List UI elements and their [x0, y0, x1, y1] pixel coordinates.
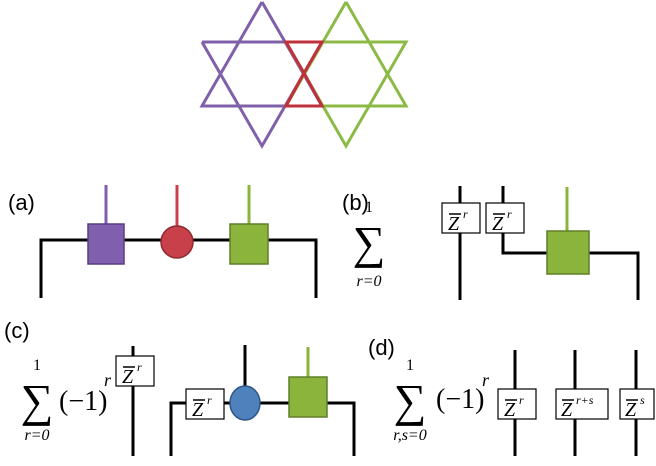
- sum-upper-d: 1: [406, 357, 414, 374]
- purple-tensor: [87, 223, 125, 265]
- z-d1-exp: r: [519, 393, 524, 407]
- purple-triangles: [199, 1, 325, 108]
- sum-lower-b: r=0: [356, 273, 381, 290]
- sum-upper-c: 1: [33, 357, 41, 374]
- green-tensor-b: [546, 230, 590, 275]
- z-b1: Z: [448, 213, 460, 235]
- z-b1-exp: r: [463, 207, 468, 221]
- sign-exp-d: r: [482, 370, 490, 390]
- panel-c: (c) 1 ∑ r=0 (−1) r Z r Z r: [4, 318, 356, 456]
- z-b2: Z: [492, 213, 504, 235]
- z-box-b1: [441, 202, 481, 234]
- star-figure: [199, 1, 409, 150]
- panel-a-label: (a): [8, 190, 35, 215]
- z-b2-exp: r: [507, 207, 512, 221]
- z-box-b2: [485, 202, 525, 234]
- sum-symbol-d: ∑: [394, 375, 427, 426]
- red-overlap-hexagon: [283, 40, 325, 108]
- z-d2: Z: [561, 399, 573, 421]
- panel-c-right-wire: [169, 401, 356, 456]
- z-box-d2: [555, 388, 609, 420]
- purple-triangle-down: [200, 40, 325, 150]
- z-d3: Z: [625, 399, 637, 421]
- blue-tensor: [229, 385, 261, 421]
- sign-factor-d: (−1): [436, 384, 484, 415]
- panel-d: (d) 1 ∑ r,s=0 (−1) r Z r Z r+s Z s: [368, 335, 655, 456]
- z-box-c1: [115, 355, 155, 387]
- z-c1-exp: r: [137, 360, 142, 374]
- sum-symbol-c: ∑: [21, 375, 54, 426]
- sign-exp-c: r: [104, 370, 112, 390]
- red-tensor: [160, 225, 194, 259]
- green-triangle-down: [284, 40, 409, 150]
- sign-factor-c: (−1): [59, 386, 107, 417]
- z-c1: Z: [122, 366, 134, 388]
- z-c2-exp: r: [207, 393, 212, 407]
- z-box-c2: [185, 388, 225, 420]
- green-tensor-c: [288, 376, 328, 418]
- panel-d-label: (d): [368, 335, 395, 360]
- panel-b-label: (b): [342, 190, 369, 215]
- z-d3-exp: s: [640, 393, 645, 407]
- sum-lower-c: r=0: [24, 427, 49, 444]
- sum-symbol-b: ∑: [353, 217, 386, 268]
- panel-a: (a): [8, 185, 318, 298]
- sum-lower-d: r,s=0: [393, 427, 426, 444]
- sum-upper-b: 1: [365, 199, 373, 216]
- z-box-d1: [497, 388, 537, 420]
- z-d1: Z: [504, 399, 516, 421]
- z-d2-exp: r+s: [576, 393, 594, 407]
- panel-b: (b) 1 ∑ r=0 Z r Z r: [342, 186, 640, 300]
- green-triangle-up: [283, 1, 409, 108]
- green-tensor: [229, 223, 269, 265]
- z-c2: Z: [192, 399, 204, 421]
- panel-c-label: (c): [4, 318, 30, 343]
- z-box-d3: [619, 388, 655, 420]
